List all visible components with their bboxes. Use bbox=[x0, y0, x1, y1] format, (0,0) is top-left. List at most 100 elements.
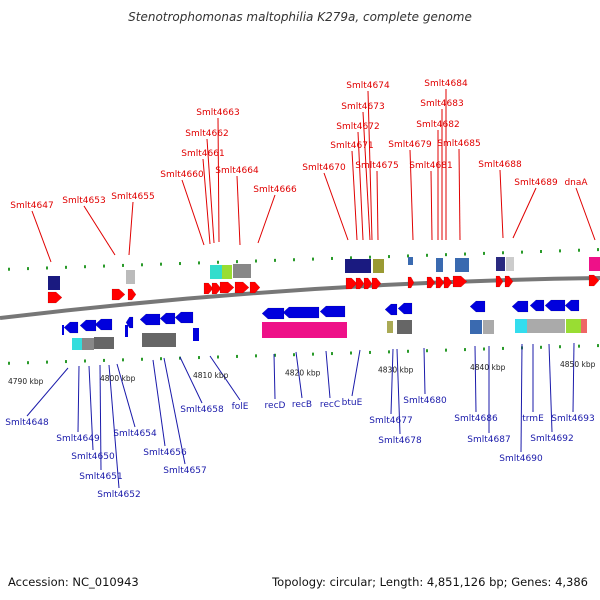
gene-label-smlt4663: Smlt4663 bbox=[196, 108, 239, 118]
feature-box bbox=[345, 259, 359, 273]
tick-mark bbox=[103, 358, 105, 362]
gene-label-smlt4647: Smlt4647 bbox=[10, 201, 53, 211]
gene-leader-line bbox=[362, 111, 371, 241]
gene-leader-line bbox=[351, 349, 361, 397]
gene-label-smlt4670: Smlt4670 bbox=[302, 163, 346, 173]
gene-leader-line bbox=[396, 348, 401, 435]
reverse-gene-arrow bbox=[319, 305, 346, 318]
gene-label-smlt4690: Smlt4690 bbox=[499, 454, 543, 464]
tick-mark bbox=[540, 250, 542, 253]
feature-box bbox=[193, 328, 199, 341]
forward-gene-arrow bbox=[345, 277, 358, 290]
reverse-gene-arrow bbox=[397, 302, 413, 315]
reverse-gene-arrow bbox=[469, 300, 486, 313]
gene-label-smlt4661: Smlt4661 bbox=[181, 149, 224, 159]
reverse-gene-arrow bbox=[159, 312, 176, 325]
forward-gene-arrow bbox=[127, 288, 137, 301]
tick-mark bbox=[559, 249, 561, 253]
feature-box bbox=[233, 264, 251, 278]
gene-leader-line bbox=[499, 169, 504, 239]
gene-label-smlt4683: Smlt4683 bbox=[420, 99, 463, 109]
gene-leader-line bbox=[152, 359, 166, 447]
gene-label-smlt4692: Smlt4692 bbox=[530, 434, 573, 444]
feature-box bbox=[62, 325, 64, 335]
forward-gene-arrow bbox=[371, 277, 382, 290]
map-title: Stenotrophomonas maltophilia K279a, comp… bbox=[128, 10, 472, 24]
gene-leader-line bbox=[26, 367, 69, 417]
tick-mark bbox=[407, 349, 409, 353]
tick-mark bbox=[217, 355, 219, 359]
feature-box bbox=[455, 258, 469, 272]
gene-leader-line bbox=[351, 150, 358, 241]
tick-mark bbox=[312, 352, 314, 356]
forward-gene-arrow bbox=[407, 276, 415, 289]
tick-mark bbox=[160, 262, 162, 266]
gene-label-fole: folE bbox=[232, 402, 249, 412]
gene-leader-line bbox=[236, 175, 241, 246]
gene-leader-line bbox=[520, 343, 523, 453]
gene-label-smlt4689: Smlt4689 bbox=[514, 178, 558, 188]
feature-box bbox=[222, 265, 232, 279]
forward-gene-arrow bbox=[219, 281, 235, 294]
gene-label-smlt4656: Smlt4656 bbox=[143, 448, 187, 458]
gene-label-smlt4693: Smlt4693 bbox=[551, 414, 594, 424]
tick-mark bbox=[578, 248, 580, 252]
feature-box bbox=[496, 257, 505, 271]
gene-leader-line bbox=[209, 355, 241, 401]
feature-box bbox=[515, 319, 527, 333]
scale-label: 4840 kbp bbox=[470, 363, 506, 372]
gene-leader-line bbox=[575, 187, 596, 241]
reverse-gene-arrow bbox=[63, 321, 79, 334]
gene-leader-line bbox=[325, 350, 331, 399]
tick-mark bbox=[464, 252, 466, 256]
tick-mark bbox=[445, 253, 447, 257]
gene-label-smlt4671: Smlt4671 bbox=[330, 141, 373, 151]
tick-mark bbox=[236, 354, 238, 358]
feature-box bbox=[387, 321, 393, 333]
gene-leader-line bbox=[273, 353, 276, 400]
scale-label: 4790 kbp bbox=[8, 377, 44, 386]
scale-label: 4810 kbp bbox=[193, 371, 229, 380]
gene-leader-line bbox=[357, 131, 364, 241]
gene-label-smlt4680: Smlt4680 bbox=[403, 396, 447, 406]
gene-leader-line bbox=[423, 347, 426, 395]
gene-label-btue: btuE bbox=[342, 398, 363, 408]
gene-label-smlt4653: Smlt4653 bbox=[62, 196, 105, 206]
gene-leader-line bbox=[367, 90, 373, 241]
tick-mark bbox=[198, 356, 200, 360]
gene-label-smlt4677: Smlt4677 bbox=[369, 416, 412, 426]
gene-label-smlt4678: Smlt4678 bbox=[378, 436, 422, 446]
feature-box bbox=[506, 257, 514, 271]
reverse-gene-arrow bbox=[384, 303, 398, 316]
feature-box bbox=[262, 322, 347, 338]
tick-mark bbox=[407, 254, 409, 258]
tick-mark bbox=[46, 266, 48, 270]
reverse-gene-arrow bbox=[261, 307, 285, 320]
tick-mark bbox=[559, 345, 561, 349]
tick-mark bbox=[502, 346, 504, 350]
gene-leader-line bbox=[217, 117, 220, 243]
feature-box bbox=[483, 320, 494, 334]
tick-mark bbox=[198, 261, 200, 265]
gene-leader-line bbox=[179, 356, 203, 404]
gene-leader-line bbox=[181, 179, 205, 246]
tick-mark bbox=[426, 253, 428, 257]
gene-label-recb: recB bbox=[292, 400, 312, 410]
tick-mark bbox=[597, 248, 599, 252]
tick-mark bbox=[274, 353, 276, 357]
tick-mark bbox=[8, 361, 10, 365]
reverse-gene-arrow bbox=[282, 306, 320, 319]
scale-label: 4850 kbp bbox=[560, 360, 596, 369]
tick-mark bbox=[426, 349, 428, 353]
feature-box bbox=[589, 257, 600, 271]
feature-box bbox=[126, 270, 135, 284]
forward-gene-arrow bbox=[495, 275, 504, 288]
reverse-gene-arrow bbox=[544, 299, 566, 312]
forward-gene-arrow bbox=[363, 277, 373, 290]
reverse-gene-arrow bbox=[94, 318, 113, 331]
feature-box bbox=[359, 259, 371, 273]
tick-mark bbox=[331, 256, 333, 260]
gene-label-smlt4685: Smlt4685 bbox=[437, 139, 480, 149]
feature-box bbox=[581, 319, 587, 333]
